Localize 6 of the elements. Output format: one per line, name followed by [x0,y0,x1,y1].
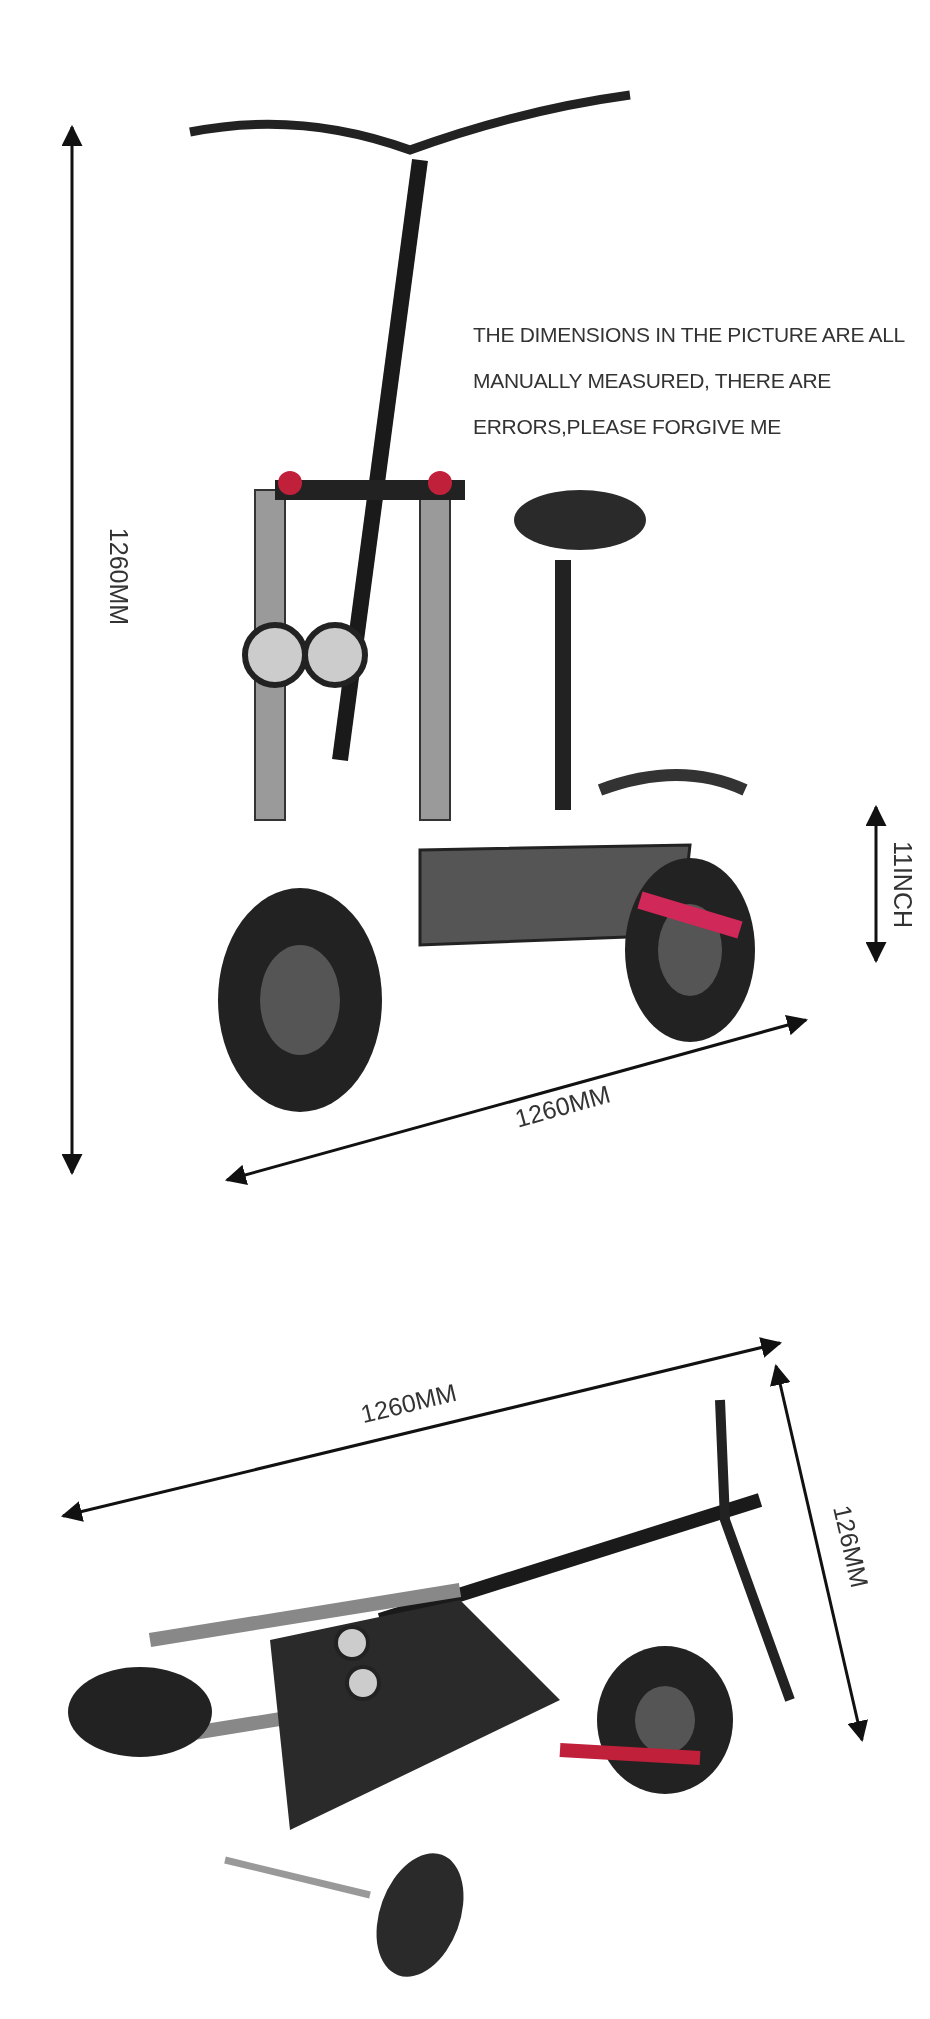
dimension-label: 1260MM [511,1079,613,1133]
note-text: THE DIMENSIONS IN THE PICTURE ARE ALL MANUALLY MEASURED, THERE ARE ERRORS,PLEASE FORGIVE ME [473,322,906,440]
dimension-label: 1260MM [103,527,133,625]
dimension-label: 1260MM [357,1377,459,1429]
dimension-label: 11INCH [887,840,917,928]
dimension-label: 126MM [826,1502,874,1590]
